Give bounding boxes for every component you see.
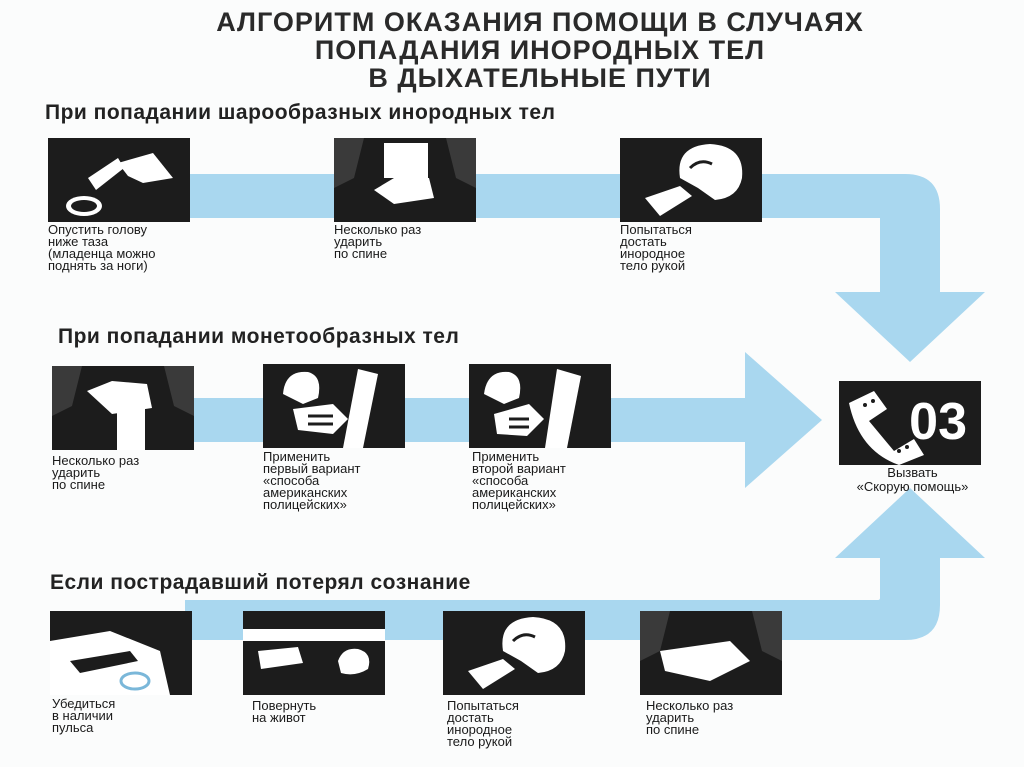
step-caption: Несколько раз ударить по спине [52, 453, 140, 492]
step-card-turn-over [243, 611, 385, 695]
step-caption: Убедиться в наличии пульса [52, 696, 116, 735]
step-caption: Применить второй вариант «способа америк… [472, 449, 566, 512]
step-card-pulse-check [50, 611, 192, 695]
step-card-chest-thrust [469, 364, 611, 448]
phone-icon [849, 391, 924, 465]
step-card-back-blow [640, 611, 782, 695]
step-card-back-blow [52, 366, 194, 450]
head-down-icon [66, 153, 173, 216]
arrow-row-3 [185, 488, 985, 640]
step-caption: Несколько раз ударить по спине [646, 698, 734, 737]
finger-sweep-icon [468, 617, 566, 689]
step-caption: Опустить голову ниже таза (младенца можн… [48, 222, 156, 273]
chest-thrust-icon [484, 369, 581, 448]
abdominal-thrust-icon [283, 369, 378, 448]
step-caption: Попытаться достать инородное тело рукой [447, 698, 519, 749]
step-caption: Повернуть на живот [252, 698, 317, 725]
back-blow-icon [334, 138, 476, 204]
step-card-back-blow [334, 138, 476, 222]
step-card-head-down [48, 138, 190, 222]
title-line-1: АЛГОРИТМ ОКАЗАНИЯ ПОМОЩИ В СЛУЧАЯХ [216, 7, 864, 37]
arrow-row-1 [190, 174, 985, 362]
step-caption: Попытаться достать инородное тело рукой [620, 222, 692, 273]
finger-sweep-icon [645, 144, 743, 216]
title-line-3: В ДЫХАТЕЛЬНЫЕ ПУТИ [368, 63, 712, 93]
step-card-finger-sweep [443, 611, 585, 695]
back-blow-icon [52, 366, 194, 450]
step-card-finger-sweep [620, 138, 762, 222]
step-card-abdominal-thrust [263, 364, 405, 448]
section-heading-coin-bodies: При попадании монетообразных тел [58, 325, 460, 348]
emergency-number: 03 [909, 393, 967, 451]
diagram-title: АЛГОРИТМ ОКАЗАНИЯ ПОМОЩИ В СЛУЧАЯХ ПОПАД… [60, 8, 1020, 92]
step-caption: Несколько раз ударить по спине [334, 222, 422, 261]
section-heading-unconscious: Если пострадавший потерял сознание [50, 571, 471, 594]
back-blow-icon [640, 611, 782, 681]
section-heading-round-bodies: При попадании шарообразных инородных тел [45, 101, 556, 124]
call-ambulance-caption: Вызвать «Скорую помощь» [856, 465, 969, 494]
step-caption: Применить первый вариант «способа америк… [263, 449, 361, 512]
turn-over-icon [243, 629, 385, 675]
call-ambulance-card: 03 [839, 381, 981, 465]
title-line-2: ПОПАДАНИЯ ИНОРОДНЫХ ТЕЛ [314, 35, 766, 65]
pulse-check-icon [50, 631, 170, 695]
